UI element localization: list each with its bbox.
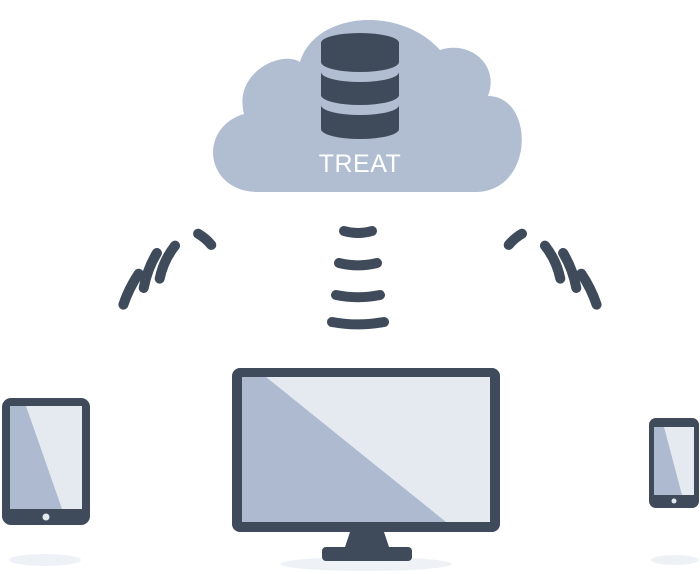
wifi-signal-icon-right bbox=[503, 228, 602, 310]
tablet-icon bbox=[2, 398, 90, 566]
phone-home-button bbox=[671, 498, 677, 504]
phone-screen-shade bbox=[654, 427, 682, 495]
monitor-stand-base bbox=[322, 547, 412, 561]
cloud: TREAT bbox=[213, 20, 522, 192]
wifi-signal-icon-down bbox=[327, 226, 389, 330]
monitor-icon bbox=[232, 368, 500, 571]
tablet-home-button bbox=[42, 513, 50, 521]
signal-waves bbox=[118, 226, 602, 330]
cloud-label: TREAT bbox=[319, 150, 402, 178]
tablet-shadow bbox=[9, 554, 81, 566]
monitor-neck bbox=[344, 532, 390, 550]
cloud-shape bbox=[213, 20, 522, 192]
database-icon bbox=[321, 33, 399, 139]
tablet-screen-shade bbox=[10, 406, 62, 509]
phone-shadow bbox=[651, 555, 699, 565]
wifi-signal-icon-left bbox=[118, 228, 217, 310]
smartphone-icon bbox=[649, 418, 699, 565]
monitor-screen-shade bbox=[242, 377, 446, 522]
